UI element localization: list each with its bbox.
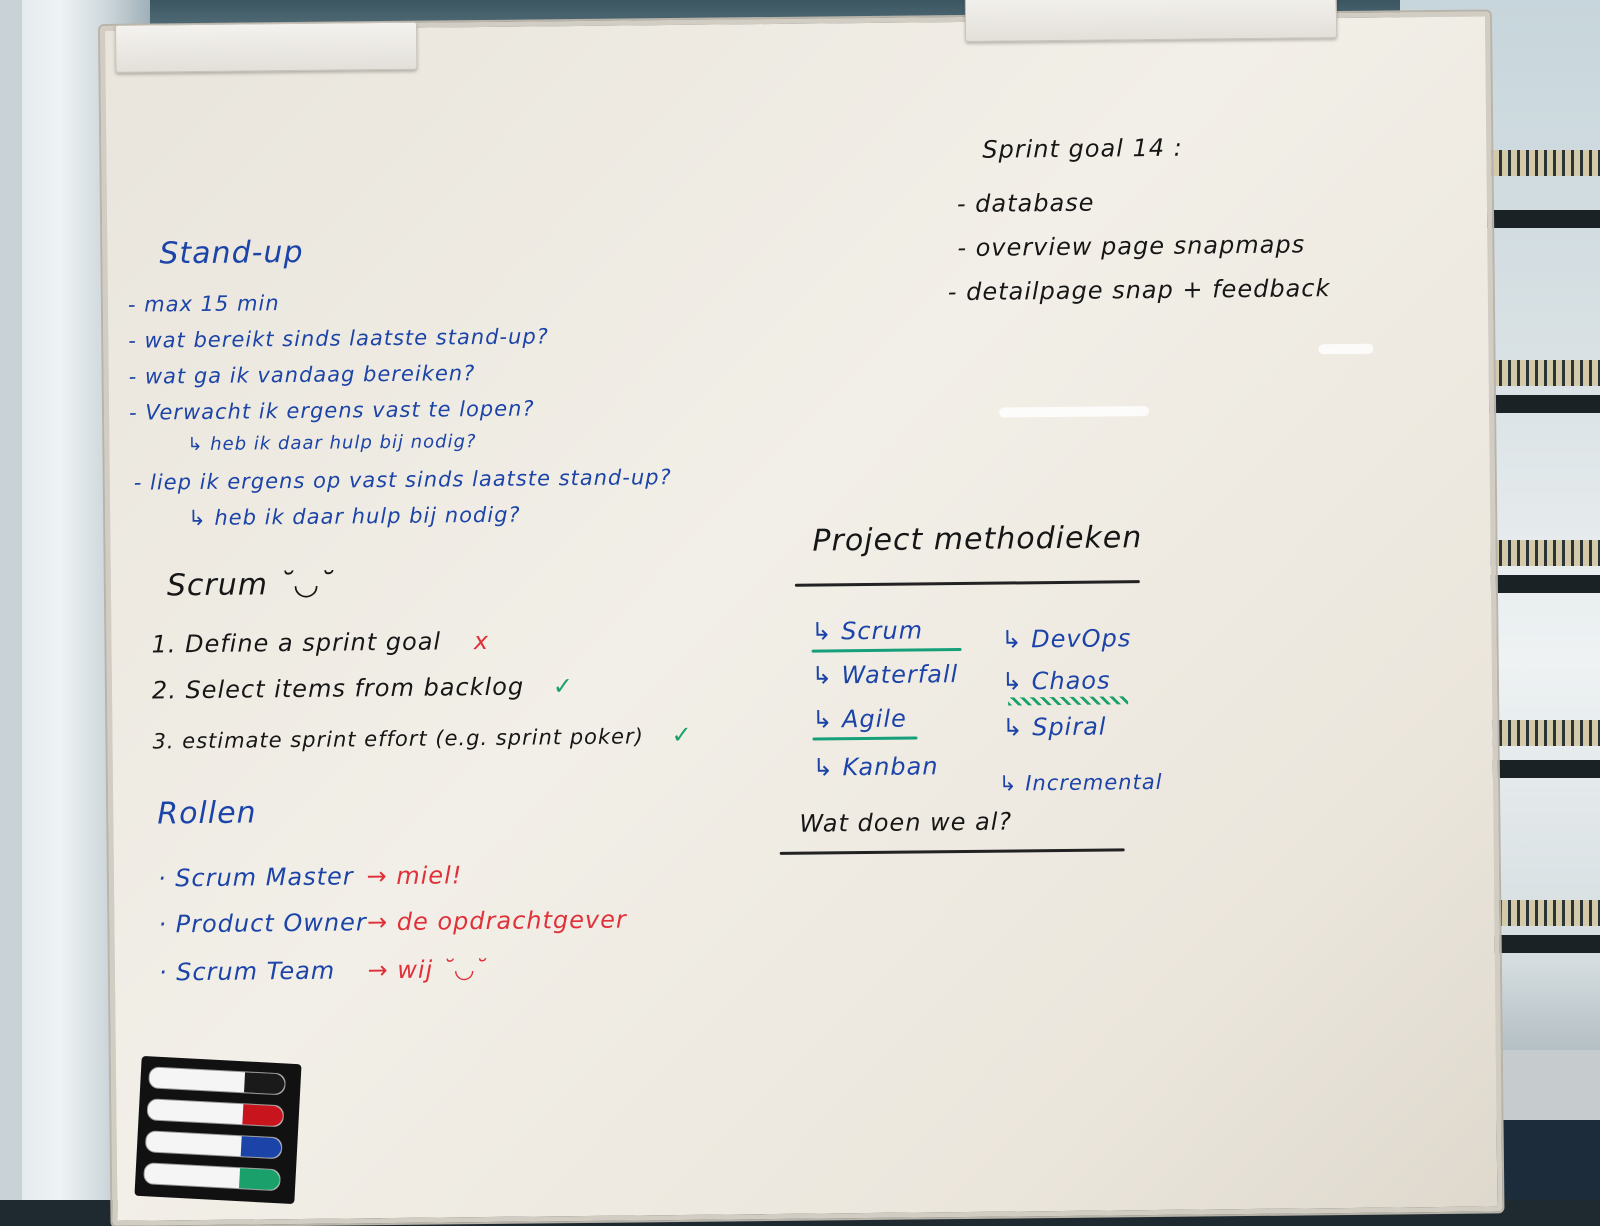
method-waterfall: ↳ Waterfall: [811, 660, 959, 690]
question-underline: [779, 848, 1125, 855]
scrum-step-text: 2. Select items from backlog: [151, 672, 525, 705]
light-reflection: [1318, 343, 1374, 355]
title-underline: [794, 580, 1140, 587]
green-marker[interactable]: [143, 1162, 282, 1192]
cross-icon: x: [473, 626, 490, 656]
highlight-underline: [811, 648, 962, 653]
method-incremental: ↳ Incremental: [998, 769, 1163, 796]
black-marker[interactable]: [148, 1066, 287, 1096]
red-marker[interactable]: [146, 1098, 285, 1128]
marker-holder: [134, 1055, 302, 1205]
role-row: · Scrum Master → miel!: [158, 861, 463, 892]
whiteboard: Stand-up - max 15 min - wat bereikt sind…: [100, 0, 1503, 1226]
standup-item: - wat bereikt sinds laatste stand-up?: [128, 324, 549, 353]
role-assignee: → de opdrachtgever: [366, 905, 627, 937]
role-name: · Product Owner: [158, 908, 367, 939]
method-agile: ↳ Agile: [812, 704, 907, 734]
question-text: Wat doen we al?: [799, 807, 1013, 838]
role-assignee: → wij ˘◡˘: [367, 954, 488, 985]
standup-item: - Verwacht ik ergens vast te lopen?: [128, 396, 535, 425]
scrum-step-text: 3. estimate sprint effort (e.g. sprint p…: [152, 724, 644, 754]
standup-item: - liep ik ergens op vast sinds laatste s…: [133, 465, 672, 495]
role-name: · Scrum Master: [157, 862, 354, 893]
method-chaos: ↳ Chaos: [1001, 666, 1111, 696]
sprint-goal-item: - database: [956, 188, 1095, 219]
standup-item: - max 15 min: [127, 291, 280, 317]
rollen-title: Rollen: [157, 795, 257, 832]
standup-title: Stand-up: [159, 234, 304, 272]
sprint-goal-item: - detailpage snap + feedback: [947, 274, 1331, 307]
role-row: · Scrum Team → wij ˘◡˘: [159, 955, 488, 986]
scrum-title: Scrum ˘◡˘: [166, 566, 335, 604]
window-post: [0, 0, 22, 1200]
scrum-step: 2. Select items from backlog ✓: [152, 672, 574, 704]
scrum-step-text: 1. Define a sprint goal: [151, 627, 442, 659]
scrum-step: 3. estimate sprint effort (e.g. sprint p…: [152, 721, 692, 755]
standup-subitem: ↳ heb ik daar hulp bij nodig?: [188, 502, 521, 531]
board-clip: [964, 0, 1338, 42]
board-clip: [114, 21, 418, 73]
check-icon: ✓: [671, 720, 693, 750]
method-spiral: ↳ Spiral: [1002, 712, 1107, 742]
sprint-goal-title: Sprint goal 14 :: [982, 133, 1183, 164]
blue-marker[interactable]: [144, 1130, 283, 1160]
method-kanban: ↳ Kanban: [812, 752, 939, 782]
method-devops: ↳ DevOps: [1001, 624, 1132, 654]
light-reflection: [999, 406, 1150, 418]
scrum-step: 1. Define a sprint goal x: [151, 627, 489, 659]
role-assignee: → miel!: [366, 861, 463, 891]
role-name: · Scrum Team: [158, 956, 336, 987]
methodieken-title: Project methodieken: [812, 520, 1143, 559]
standup-item: - wat ga ik vandaag bereiken?: [128, 361, 476, 389]
check-icon: ✓: [552, 672, 575, 701]
sprint-goal-item: - overview page snapmaps: [957, 230, 1306, 263]
method-scrum: ↳ Scrum: [811, 616, 924, 646]
highlight-underline: [812, 736, 918, 741]
role-row: · Product Owner → de opdrachtgever: [158, 906, 627, 939]
standup-subitem: ↳ heb ik daar hulp bij nodig?: [187, 431, 477, 456]
highlight-wavy-underline: [1008, 696, 1129, 706]
